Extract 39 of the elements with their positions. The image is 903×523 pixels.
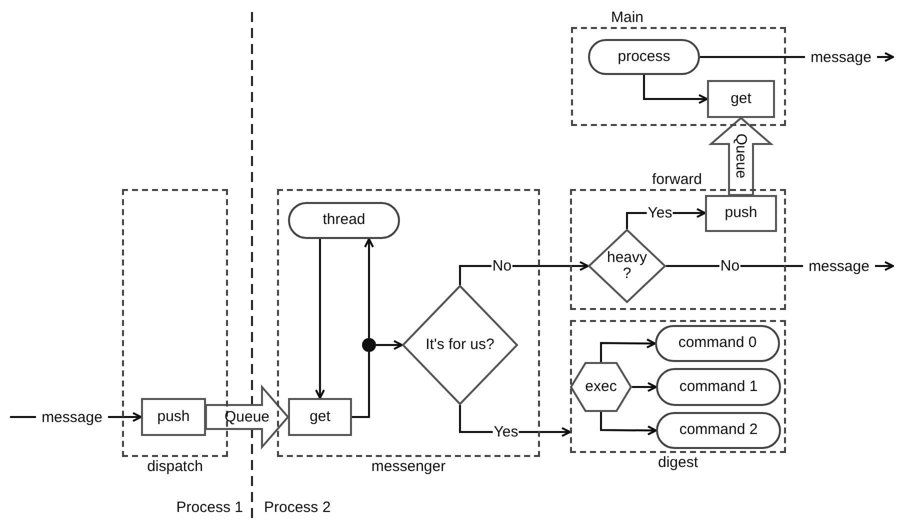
command-terminal: command 2 bbox=[656, 412, 781, 449]
arrow bbox=[364, 238, 374, 338]
edge-label: Yes bbox=[646, 206, 674, 220]
process-terminal: process bbox=[588, 39, 700, 75]
arrow bbox=[600, 338, 656, 362]
arrow bbox=[875, 261, 894, 271]
arrow bbox=[376, 340, 403, 350]
queue-label: Queue bbox=[734, 133, 748, 179]
push-box: push bbox=[705, 195, 777, 232]
exec-hexagon: exec bbox=[570, 362, 632, 412]
group-title: messenger bbox=[371, 459, 446, 474]
group-title: Main bbox=[611, 10, 644, 25]
group-title: forward bbox=[652, 172, 702, 187]
queue-block-arrow bbox=[708, 116, 774, 196]
arrow bbox=[600, 412, 657, 436]
group-title: digest bbox=[658, 455, 698, 470]
process-label: Process 2 bbox=[264, 500, 331, 515]
command-terminal: command 1 bbox=[656, 368, 781, 406]
decision-diamond: It's for us? bbox=[402, 285, 518, 405]
push-box: push bbox=[141, 398, 206, 436]
queue-label: Queue bbox=[224, 410, 270, 424]
junction-dot bbox=[362, 338, 376, 352]
get-box: get bbox=[288, 398, 352, 436]
arrow bbox=[643, 75, 708, 104]
group-title: dispatch bbox=[147, 459, 203, 474]
queue-block-arrow bbox=[205, 384, 290, 450]
command-terminal: command 0 bbox=[655, 325, 780, 362]
edge-label: Yes bbox=[492, 424, 520, 440]
get-box: get bbox=[707, 80, 775, 118]
arrow bbox=[459, 261, 589, 285]
arrow bbox=[877, 52, 894, 62]
arrow bbox=[108, 412, 142, 422]
edge-label: No bbox=[491, 258, 513, 274]
arrow bbox=[632, 382, 657, 392]
edge-label: No bbox=[719, 258, 741, 274]
decision-diamond: heavy ? bbox=[588, 229, 666, 303]
process-label: Process 1 bbox=[176, 500, 243, 515]
thread-terminal: thread bbox=[288, 202, 400, 239]
arrow bbox=[315, 239, 325, 399]
